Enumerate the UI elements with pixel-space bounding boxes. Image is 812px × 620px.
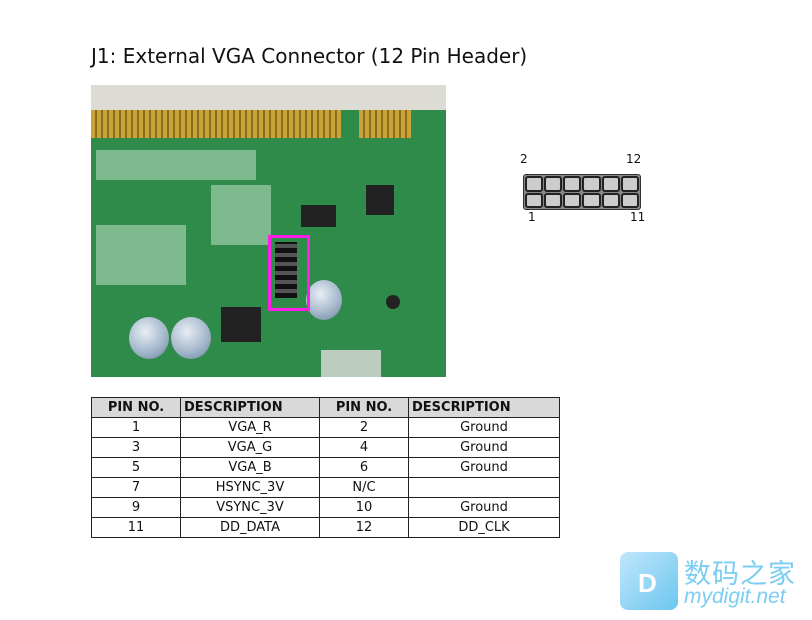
watermark-cn: 数码之家 <box>684 559 796 590</box>
cell: 9 <box>91 497 181 518</box>
cell: 10 <box>319 497 409 518</box>
pin-label-1: 1 <box>528 210 536 224</box>
cell: Ground <box>408 497 560 518</box>
header-pin-no: PIN NO. <box>91 397 181 418</box>
board-photo <box>91 85 446 377</box>
cell: 4 <box>319 437 409 458</box>
pin-label-12: 12 <box>626 152 642 166</box>
house-logo-icon: D <box>620 552 678 610</box>
cell: 3 <box>91 437 181 458</box>
header-pin-no: PIN NO. <box>319 397 409 418</box>
cell: 11 <box>91 517 181 538</box>
connector-highlight <box>268 235 310 311</box>
cell: 7 <box>91 477 181 498</box>
page-title: J1: External VGA Connector (12 Pin Heade… <box>91 44 528 68</box>
cell: 1 <box>91 417 181 438</box>
cell: 6 <box>319 457 409 478</box>
cell: VSYNC_3V <box>180 497 320 518</box>
cell: HSYNC_3V <box>180 477 320 498</box>
cell: Ground <box>408 417 560 438</box>
pin-label-11: 11 <box>630 210 646 224</box>
header-description: DESCRIPTION <box>408 397 560 418</box>
watermark-en: mydigit.net <box>684 585 786 608</box>
cell: DD_CLK <box>408 517 560 538</box>
cell: Ground <box>408 437 560 458</box>
cell: VGA_G <box>180 437 320 458</box>
table-header-row: PIN NO. DESCRIPTION PIN NO. DESCRIPTION <box>91 397 560 418</box>
cell: Ground <box>408 457 560 478</box>
cell: 2 <box>319 417 409 438</box>
pin-table: PIN NO. DESCRIPTION PIN NO. DESCRIPTION … <box>91 397 560 538</box>
cell: DD_DATA <box>180 517 320 538</box>
cell: VGA_B <box>180 457 320 478</box>
pin-label-2: 2 <box>520 152 528 166</box>
cell: 5 <box>91 457 181 478</box>
cell: N/C <box>319 477 409 498</box>
pin-header-diagram: 2 12 1 11 <box>518 152 648 224</box>
cell: 12 <box>319 517 409 538</box>
header-description: DESCRIPTION <box>180 397 320 418</box>
cell: VGA_R <box>180 417 320 438</box>
cell <box>408 477 560 498</box>
watermark-logo: D 数码之家 mydigit.net <box>620 552 810 614</box>
